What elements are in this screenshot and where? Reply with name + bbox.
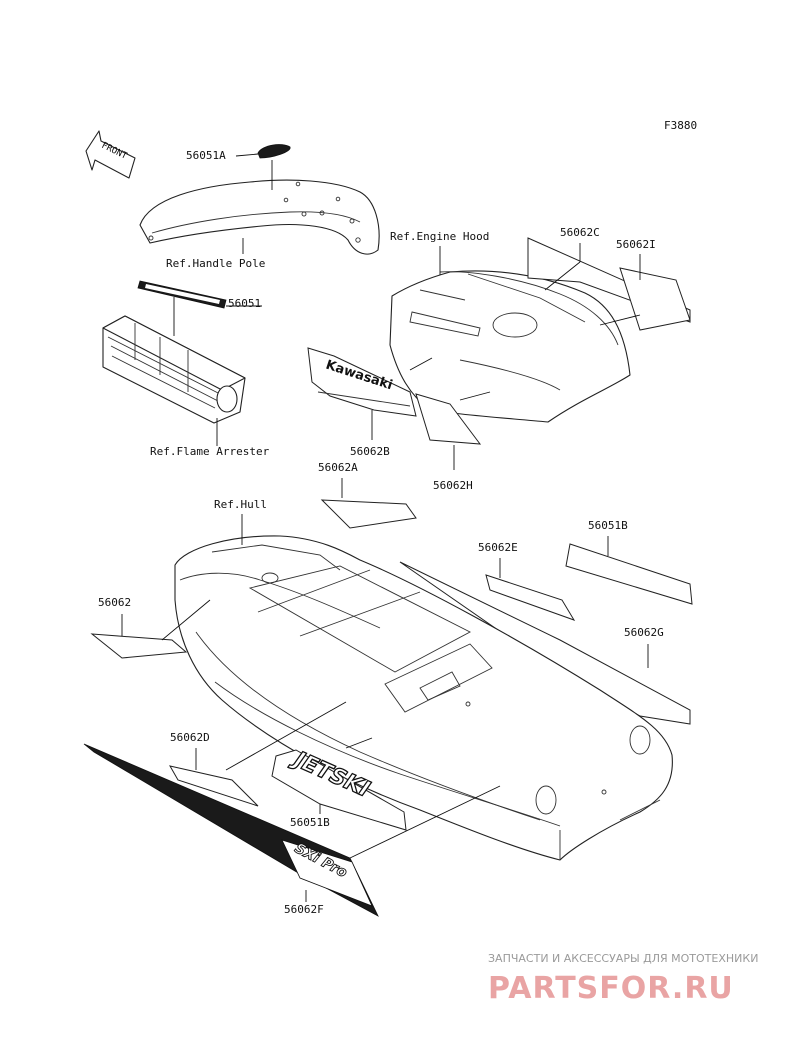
watermark: ЗАПЧАСТИ И АКСЕССУАРЫ ДЛЯ МОТОТЕХНИКИ PA…	[488, 952, 758, 1006]
decal-56051B-top	[565, 543, 693, 605]
hull-ref	[174, 535, 673, 861]
label-56051: 56051	[228, 297, 261, 310]
label-56051B-bottom: 56051B	[290, 816, 330, 829]
label-56062C: 56062C	[560, 226, 600, 239]
label-56051B-top: 56051B	[588, 519, 628, 532]
flame-arrester-ref	[102, 315, 246, 424]
label-ref-flame-arrester: Ref.Flame Arrester	[150, 445, 270, 458]
label-56062H: 56062H	[433, 479, 473, 492]
label-56062A: 56062A	[318, 461, 358, 474]
figure-code: F3880	[664, 119, 697, 132]
label-56062: 56062	[98, 596, 131, 609]
decal-56062F: SXi Pro	[83, 743, 379, 917]
label-56062G: 56062G	[624, 626, 664, 639]
label-56062B: 56062B	[350, 445, 390, 458]
label-ref-handle-pole: Ref.Handle Pole	[166, 257, 265, 270]
label-56062D: 56062D	[170, 731, 210, 744]
label-56062F: 56062F	[284, 903, 324, 916]
emblem-56051A	[257, 144, 291, 159]
label-56051A: 56051A	[186, 149, 226, 162]
front-direction-arrow: FRONT	[85, 130, 136, 179]
label-ref-engine-hood: Ref.Engine Hood	[390, 230, 489, 243]
engine-hood-ref	[389, 270, 631, 423]
decal-56062E	[485, 574, 576, 621]
decal-56062	[90, 633, 188, 659]
label-56062E: 56062E	[478, 541, 518, 554]
watermark-tagline: ЗАПЧАСТИ И АКСЕССУАРЫ ДЛЯ МОТОТЕХНИКИ	[488, 952, 758, 965]
handle-pole-ref	[139, 179, 380, 255]
decal-56051	[137, 280, 227, 309]
label-56062I: 56062I	[616, 238, 656, 251]
label-ref-hull: Ref.Hull	[214, 498, 267, 511]
decal-56062H	[415, 393, 482, 445]
decal-56062I	[619, 267, 691, 331]
decal-56062A	[320, 499, 417, 529]
decal-56062D	[169, 765, 259, 807]
watermark-brand: PARTSFOR.RU	[488, 971, 734, 1006]
